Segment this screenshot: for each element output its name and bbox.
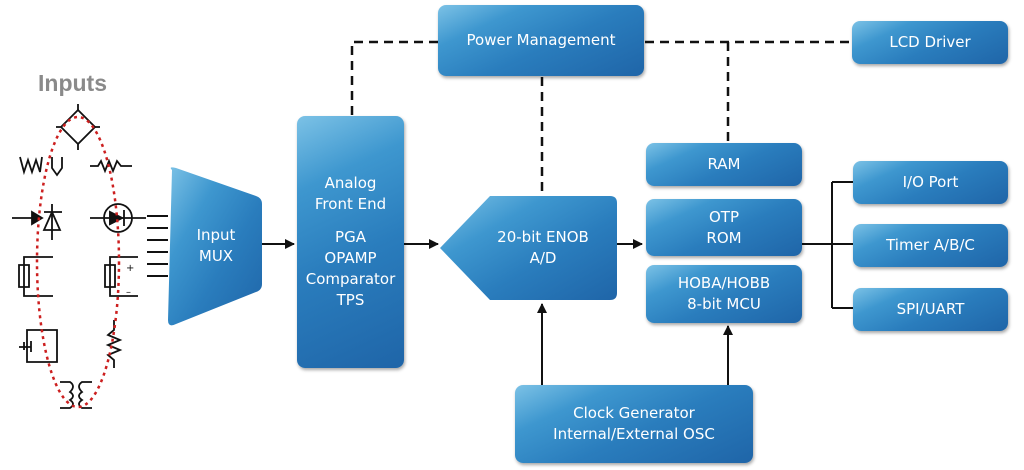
afe-item: Comparator [305, 270, 396, 288]
input-mux-line-1: Input [196, 226, 236, 244]
afe-title-line-2: Front End [314, 195, 387, 213]
spi-uart-label: SPI/UART [896, 300, 965, 318]
power-bus-dashed [350, 40, 852, 195]
lcd-driver-block: LCD Driver [852, 21, 1008, 64]
mcu-block: HOBA/HOBB 8-bit MCU [646, 265, 802, 323]
afe-item: TPS [336, 291, 365, 309]
io-port-label: I/O Port [902, 173, 959, 191]
peripheral-bus [802, 181, 853, 309]
input-sensor-symbols: + – [12, 104, 146, 409]
thermocouple-icon [19, 156, 43, 176]
power-management-block: Power Management [438, 5, 644, 76]
spi-uart-block: SPI/UART [853, 288, 1008, 331]
vertical-resistor-icon [105, 320, 123, 368]
polarized-sensor-icon [104, 256, 138, 297]
power-management-label: Power Management [466, 31, 616, 49]
afe-item: PGA [335, 228, 366, 246]
ram-block: RAM [646, 143, 802, 186]
ram-label: RAM [707, 155, 741, 173]
transformer-icon [60, 381, 74, 409]
battery-icon [19, 329, 58, 363]
analog-front-end-block: Analog Front End PGA OPAMP Comparator TP… [297, 116, 404, 368]
adc-line-2: A/D [529, 249, 557, 267]
timer-label: Timer A/B/C [886, 236, 975, 254]
mux-input-lines [147, 215, 168, 277]
adc-label: 20-bit ENOB A/D [478, 227, 608, 269]
clock-line-2: Internal/External OSC [553, 425, 715, 443]
timer-block: Timer A/B/C [853, 224, 1008, 267]
io-port-block: I/O Port [853, 161, 1008, 204]
afe-title-line-1: Analog [324, 174, 377, 192]
rom-line-2: ROM [706, 228, 742, 247]
mcu-line-2: 8-bit MCU [687, 295, 761, 313]
mcu-line-1: HOBA/HOBB [677, 274, 771, 292]
input-mux-line-2: MUX [198, 247, 234, 265]
clock-line-1: Clock Generator [573, 404, 695, 422]
sensor-element-icon [18, 256, 53, 297]
bridge-sensor-icon [59, 108, 97, 146]
lcd-driver-label: LCD Driver [889, 33, 971, 51]
otp-rom-block: OTP ROM [646, 199, 802, 256]
adc-line-1: 20-bit ENOB [497, 228, 589, 246]
signal-wires [147, 181, 853, 385]
inputs-title: Inputs [38, 70, 107, 96]
svg-text:–: – [126, 287, 131, 298]
inputs-grouping-ellipse [35, 115, 121, 409]
afe-item: OPAMP [324, 249, 377, 267]
resistor-icon [90, 158, 132, 174]
clock-generator-block: Clock Generator Internal/External OSC [515, 385, 753, 463]
rom-line-1: OTP [708, 207, 739, 226]
adc-block [440, 196, 617, 300]
input-mux-label: Input MUX [176, 225, 256, 267]
input-mux-block [168, 167, 262, 326]
svg-text:+: + [126, 263, 134, 274]
